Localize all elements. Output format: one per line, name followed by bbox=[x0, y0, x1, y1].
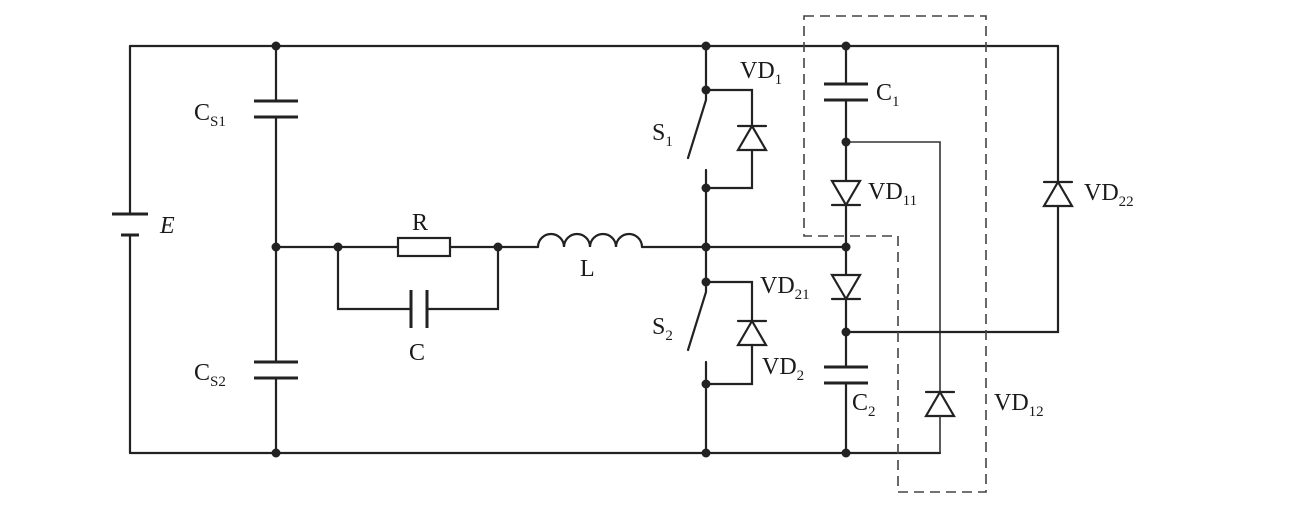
label-vd21: VD21 bbox=[760, 273, 810, 303]
label-vd12: VD12 bbox=[994, 390, 1044, 420]
label-l: L bbox=[580, 256, 595, 282]
diode-vd21 bbox=[830, 273, 862, 369]
resistor-r bbox=[396, 236, 452, 258]
capacitor-c2 bbox=[824, 365, 868, 455]
label-c2: C2 bbox=[852, 390, 876, 420]
diode-vd11 bbox=[830, 179, 862, 277]
battery-e bbox=[112, 44, 148, 455]
label-c: C bbox=[409, 340, 425, 366]
label-c1: C1 bbox=[876, 80, 900, 110]
label-vd1: VD1 bbox=[740, 58, 782, 88]
label-vd2: VD2 bbox=[762, 354, 804, 384]
switch-s1 bbox=[686, 88, 708, 249]
label-e: E bbox=[159, 213, 175, 239]
label-vd22: VD22 bbox=[1084, 180, 1134, 210]
capacitor-c bbox=[336, 245, 500, 328]
label-cs2: CS2 bbox=[194, 360, 226, 390]
capacitor-c1 bbox=[824, 44, 868, 183]
label-vd11: VD11 bbox=[868, 179, 917, 209]
diode-vd22 bbox=[844, 44, 1074, 334]
diode-vd12 bbox=[846, 141, 956, 453]
label-cs1: CS1 bbox=[194, 100, 226, 130]
capacitor-cs2 bbox=[254, 360, 298, 455]
label-s1: S1 bbox=[652, 120, 673, 150]
dashed-box-upper bbox=[803, 15, 987, 493]
label-r: R bbox=[412, 210, 428, 236]
label-s2: S2 bbox=[652, 314, 673, 344]
junction-dots bbox=[271, 41, 851, 458]
inductor-l bbox=[536, 232, 848, 249]
switch-s2 bbox=[686, 280, 708, 455]
diode-vd2 bbox=[704, 280, 768, 386]
capacitor-cs1 bbox=[254, 44, 298, 364]
diode-vd1 bbox=[704, 88, 768, 190]
